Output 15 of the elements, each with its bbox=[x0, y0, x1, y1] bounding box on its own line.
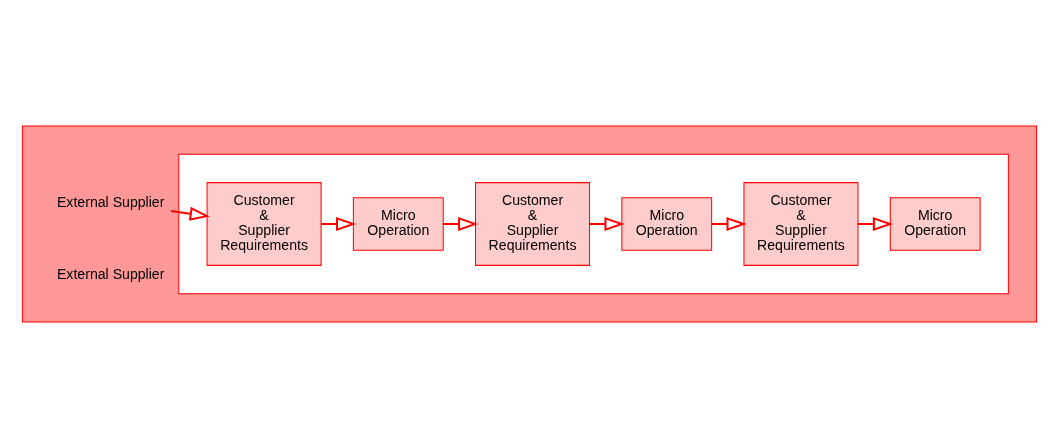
node-box: Customer & Supplier Requirements bbox=[206, 181, 322, 266]
node-text: External Supplier bbox=[56, 193, 165, 210]
arrow bbox=[170, 206, 210, 221]
node-text: External Supplier bbox=[56, 265, 165, 282]
node-box: Micro Operation bbox=[621, 196, 713, 251]
cluster bbox=[21, 125, 1038, 322]
node-box: Micro Operation bbox=[352, 196, 444, 251]
arrow bbox=[711, 216, 747, 231]
cluster bbox=[178, 153, 1009, 294]
arrow bbox=[858, 216, 894, 231]
arrow bbox=[443, 216, 479, 231]
node-box: Customer & Supplier Requirements bbox=[475, 181, 591, 266]
node-box: Customer & Supplier Requirements bbox=[743, 181, 859, 266]
node-box: Micro Operation bbox=[889, 196, 981, 251]
arrow bbox=[321, 216, 357, 231]
